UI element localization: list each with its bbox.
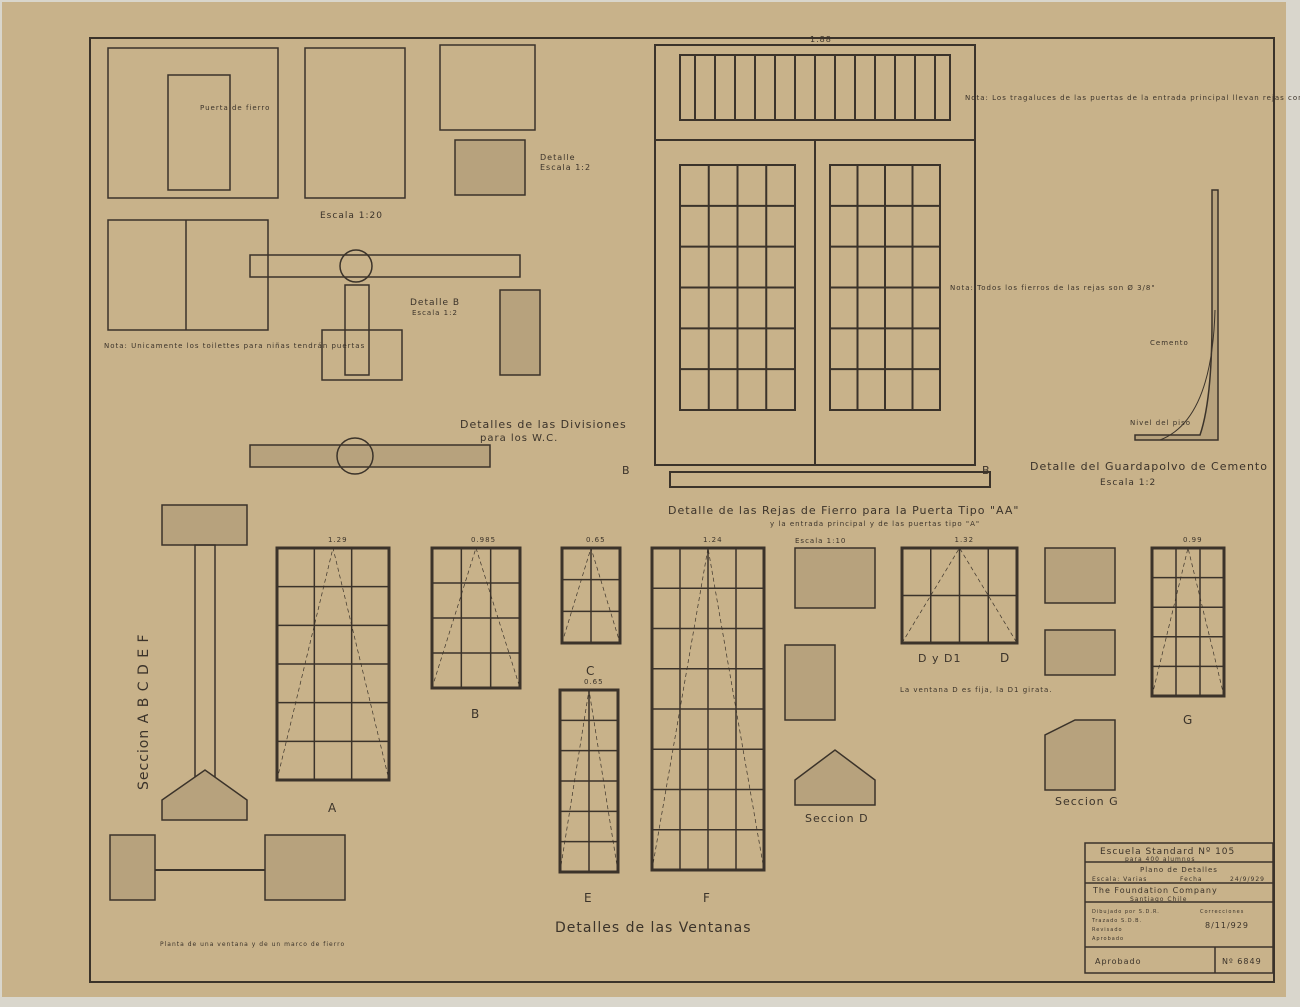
tb-approved: Aprobado — [1095, 957, 1142, 966]
tb-capacity: para 400 alumnos — [1125, 856, 1196, 863]
tb-correction-date: 8/11/929 — [1205, 921, 1249, 930]
rejas-subtitle: y la entrada principal y de las puertas … — [770, 520, 980, 528]
rejas-note-top: Nota: Los tragaluces de las puertas de l… — [965, 94, 1300, 102]
section-abcdef-drawing — [109, 504, 346, 901]
window-f: 1.24F — [650, 536, 766, 905]
guardapolvo-title: Detalle del Guardapolvo de Cemento — [1030, 460, 1268, 473]
rejas-dim-top: 1.88 — [810, 35, 832, 44]
cemento-label: Cemento — [1150, 339, 1189, 347]
rejas-bars — [680, 55, 940, 410]
wc-divisions-drawing — [107, 44, 541, 475]
window-g: 0.99G — [1150, 536, 1226, 727]
tb-plan: Plano de Detalles — [1140, 866, 1218, 874]
detalle-scale: Escala 1:2 — [540, 163, 591, 172]
wc-note: Nota: Unicamente los toilettes para niña… — [104, 342, 365, 350]
window-label: D — [1000, 651, 1010, 665]
window-dim: 1.24 — [703, 536, 723, 544]
tb-school: Escuela Standard Nº 105 — [1100, 847, 1235, 857]
section-g-label: Seccion G — [1055, 795, 1119, 808]
tb-traced: Trazado S.D.B. — [1091, 918, 1142, 924]
tb-corrections: Correcciones — [1200, 909, 1244, 915]
sheet-border — [89, 37, 1275, 983]
window-label: B — [471, 707, 480, 721]
section-abcdef-label: Seccion A B C D E F — [136, 633, 152, 790]
window-dim: 0.65 — [584, 678, 604, 686]
window-label: C — [586, 664, 595, 678]
divisiones-subtitle: para los W.C. — [480, 433, 558, 444]
window-swing-line — [561, 546, 621, 644]
window-swing-line — [276, 547, 390, 781]
window-d: 1.32D — [900, 536, 1019, 665]
window-swing-line — [651, 547, 765, 871]
piso-label: Nivel del piso — [1130, 419, 1191, 427]
tb-date-label: Fecha — [1180, 876, 1203, 883]
window-label: G — [1183, 713, 1193, 727]
window-dy-note: La ventana D es fija, la D1 girata. — [900, 686, 1053, 694]
rejas-title: Detalle de las Rejas de Fierro para la P… — [668, 504, 1019, 517]
detalle-label: Detalle — [540, 153, 576, 162]
tb-drawn: Dibujado por S.D.R. — [1092, 909, 1160, 915]
title-block — [1084, 842, 1274, 974]
rejas-note-side: Nota: Todos los fierros de las rejas son… — [950, 284, 1156, 292]
window-dim: 1.29 — [328, 536, 348, 544]
window-swing-line — [901, 547, 1018, 644]
window-a: 1.29A — [275, 536, 391, 815]
tb-approved-by: Aprobado — [1092, 936, 1124, 942]
paper — [2, 2, 1286, 997]
tb-checked: Revisado — [1092, 927, 1123, 933]
window-dim: 1.32 — [955, 536, 975, 544]
detalle-b-scale: Escala 1:2 — [412, 309, 458, 317]
window-e: 0.65E — [558, 678, 620, 905]
section-d-label: Seccion D — [805, 812, 869, 825]
window-label: A — [328, 801, 337, 815]
section-b-right: B — [982, 464, 991, 477]
tb-number: Nº 6849 — [1222, 957, 1262, 966]
section-g-drawing — [1044, 547, 1116, 791]
puerta-label: Puerta de fierro — [200, 104, 270, 112]
escala-views: Escala 1:20 — [320, 211, 383, 221]
tb-date: 24/9/929 — [1230, 876, 1265, 883]
rejas-scale: Escala 1:10 — [795, 537, 846, 545]
window-frame — [1150, 546, 1226, 698]
window-swing-line — [559, 689, 619, 873]
window-dim: 0.985 — [471, 536, 496, 544]
section-d-drawing — [784, 547, 876, 806]
window-dim: 0.99 — [1183, 536, 1203, 544]
window-dy-label: D y D1 — [918, 652, 961, 665]
window-label: F — [703, 891, 711, 905]
divisiones-title: Detalles de las Divisiones — [460, 418, 627, 431]
tb-scale: Escala: Varias — [1092, 876, 1147, 883]
plan-label: Planta de una ventana y de un marco de f… — [160, 941, 345, 948]
tb-city: Santiago Chile — [1130, 896, 1187, 903]
sheet-title: Detalles de las Ventanas — [555, 920, 752, 936]
window-dim: 0.65 — [586, 536, 606, 544]
guardapolvo-scale: Escala 1:2 — [1100, 478, 1156, 488]
window-label: E — [584, 891, 593, 905]
window-swing-line — [1151, 547, 1225, 697]
section-b-left: B — [622, 464, 631, 477]
detalle-b-label: Detalle B — [410, 298, 460, 308]
window-c: 0.65C — [560, 536, 622, 678]
tb-company: The Foundation Company — [1092, 886, 1218, 895]
guardapolvo-drawing — [1134, 189, 1219, 441]
